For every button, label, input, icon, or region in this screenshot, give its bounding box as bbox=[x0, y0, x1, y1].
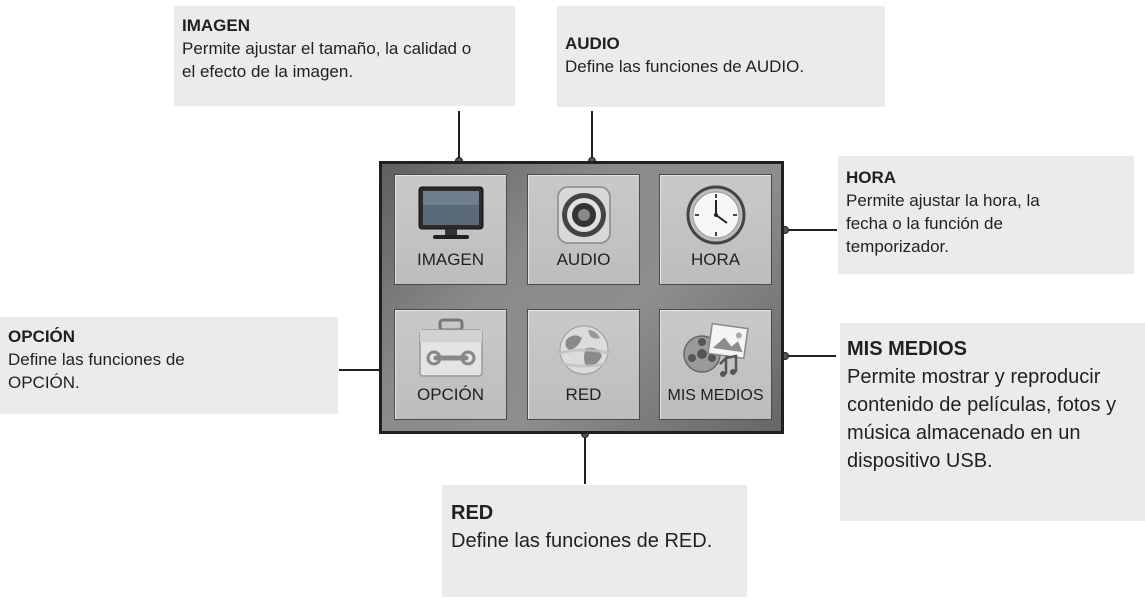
connector-audio bbox=[591, 111, 593, 161]
menu-tile-imagen[interactable]: IMAGEN bbox=[394, 174, 507, 285]
connector-imagen bbox=[458, 111, 460, 161]
menu-tile-opcion-label: OPCIÓN bbox=[416, 385, 485, 404]
menu-tile-mis-medios-label: MIS MEDIOS bbox=[667, 387, 764, 404]
connector-mis-medios bbox=[784, 355, 836, 357]
media-icon bbox=[680, 318, 752, 387]
callout-red-title: RED bbox=[451, 502, 494, 524]
clock-icon bbox=[684, 183, 748, 252]
callout-imagen: IMAGEN Permite ajustar el tamaño, la cal… bbox=[174, 6, 515, 106]
callout-audio-title: AUDIO bbox=[565, 34, 620, 53]
callout-mis-medios-text: Permite mostrar y reproducir contenido d… bbox=[847, 366, 1117, 472]
menu-tile-hora-label: HORA bbox=[690, 250, 741, 269]
connector-red bbox=[584, 434, 586, 484]
callout-red-text: Define las funciones de RED. bbox=[451, 530, 713, 552]
callout-imagen-text: Permite ajustar el tamaño, la calidad o … bbox=[182, 39, 472, 81]
menu-tile-red-label: RED bbox=[565, 385, 602, 404]
menu-tile-red[interactable]: RED bbox=[527, 309, 640, 420]
callout-imagen-title: IMAGEN bbox=[182, 16, 250, 35]
callout-opcion-title: OPCIÓN bbox=[8, 327, 76, 346]
connector-hora bbox=[784, 229, 837, 231]
menu-tile-mis-medios[interactable]: MIS MEDIOS bbox=[659, 309, 772, 420]
callout-red: RED Define las funciones de RED. bbox=[442, 485, 747, 597]
connector-opcion bbox=[339, 369, 382, 371]
callout-hora: HORA Permite ajustar la hora, la fecha o… bbox=[838, 156, 1134, 274]
callout-hora-text: Permite ajustar la hora, la fecha o la f… bbox=[846, 191, 1040, 256]
tv-icon bbox=[415, 183, 487, 248]
callout-audio-text: Define las funciones de AUDIO. bbox=[565, 57, 805, 76]
callout-mis-medios-title: MIS MEDIOS bbox=[847, 338, 968, 360]
callout-audio: AUDIO Define las funciones de AUDIO. bbox=[557, 6, 885, 107]
globe-icon bbox=[552, 318, 616, 387]
menu-tile-opcion[interactable]: OPCIÓN bbox=[394, 309, 507, 420]
callout-mis-medios: MIS MEDIOS Permite mostrar y reproducir … bbox=[840, 323, 1145, 521]
toolbox-icon bbox=[416, 318, 486, 385]
speaker-icon bbox=[552, 183, 616, 252]
menu-tile-hora[interactable]: HORA bbox=[659, 174, 772, 285]
menu-tile-imagen-label: IMAGEN bbox=[416, 250, 485, 269]
callout-opcion-text: Define las funciones de OPCIÓN. bbox=[8, 350, 185, 392]
menu-tile-audio-label: AUDIO bbox=[556, 250, 611, 269]
callout-hora-title: HORA bbox=[846, 168, 897, 187]
menu-tile-audio[interactable]: AUDIO bbox=[527, 174, 640, 285]
tv-home-menu: IMAGEN AUDIO bbox=[379, 161, 784, 434]
callout-opcion: OPCIÓN Define las funciones de OPCIÓN. bbox=[0, 317, 338, 414]
